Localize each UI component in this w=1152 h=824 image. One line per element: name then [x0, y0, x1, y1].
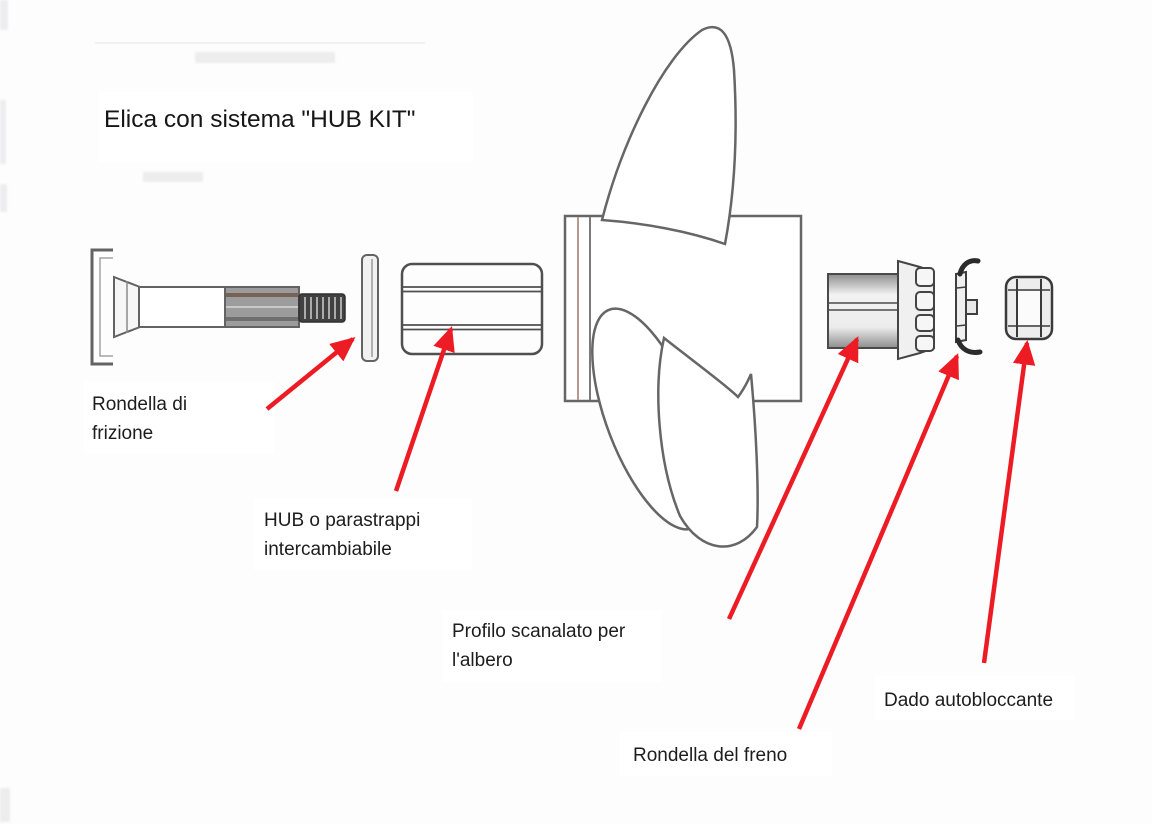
scan-artifact [0, 788, 10, 822]
propeller-shaft [90, 248, 346, 366]
lock-nut [1004, 275, 1054, 341]
label-backplate [874, 676, 1074, 720]
callout-line: Profilo scanalato per [452, 621, 626, 642]
callout-line: Rondella del freno [633, 745, 788, 766]
page-title: Elica con sistema "HUB KIT" [104, 106, 416, 133]
callout-line: l'albero [452, 650, 513, 671]
scan-artifact [143, 172, 203, 182]
scan-artifact [195, 52, 335, 63]
label-backplate [442, 610, 662, 682]
title-backplate [98, 92, 473, 162]
arrow-lock-nut [981, 339, 1036, 664]
callout-splined-profile: Profilo scanalato per l'albero [452, 617, 625, 675]
label-backplate [620, 732, 832, 776]
hub-insert [400, 262, 544, 356]
brake-washer [955, 258, 983, 355]
arrow-splined-profile [726, 336, 860, 620]
scan-artifact [0, 184, 7, 212]
propeller [563, 25, 803, 548]
callout-line: Dado autobloccante [884, 690, 1054, 711]
arrow-friction-washer [265, 337, 356, 411]
propeller-blade-top [600, 25, 737, 246]
callout-hub-insert: HUB o parastrappi intercambiabile [264, 506, 420, 564]
shaft-thread [298, 293, 346, 323]
propeller-blade-front [657, 335, 759, 548]
callout-line: Rondella di [92, 394, 188, 415]
callout-line: intercambiabile [264, 539, 392, 560]
callout-line: frizione [92, 423, 154, 444]
arrow-hub-insert [393, 326, 455, 492]
label-backplate [254, 498, 472, 570]
friction-washer [361, 254, 379, 362]
callout-line: HUB o parastrappi [264, 510, 421, 531]
scan-artifact [0, 100, 6, 164]
scan-artifact [95, 42, 425, 44]
scan-artifact [0, 0, 8, 30]
label-backplate [84, 382, 274, 454]
callout-friction-washer: Rondella di frizione [92, 390, 187, 448]
arrow-brake-washer [796, 353, 960, 730]
callout-brake-washer: Rondella del freno [633, 741, 787, 770]
splined-sleeve [827, 259, 935, 361]
callout-lock-nut: Dado autobloccante [884, 686, 1053, 715]
